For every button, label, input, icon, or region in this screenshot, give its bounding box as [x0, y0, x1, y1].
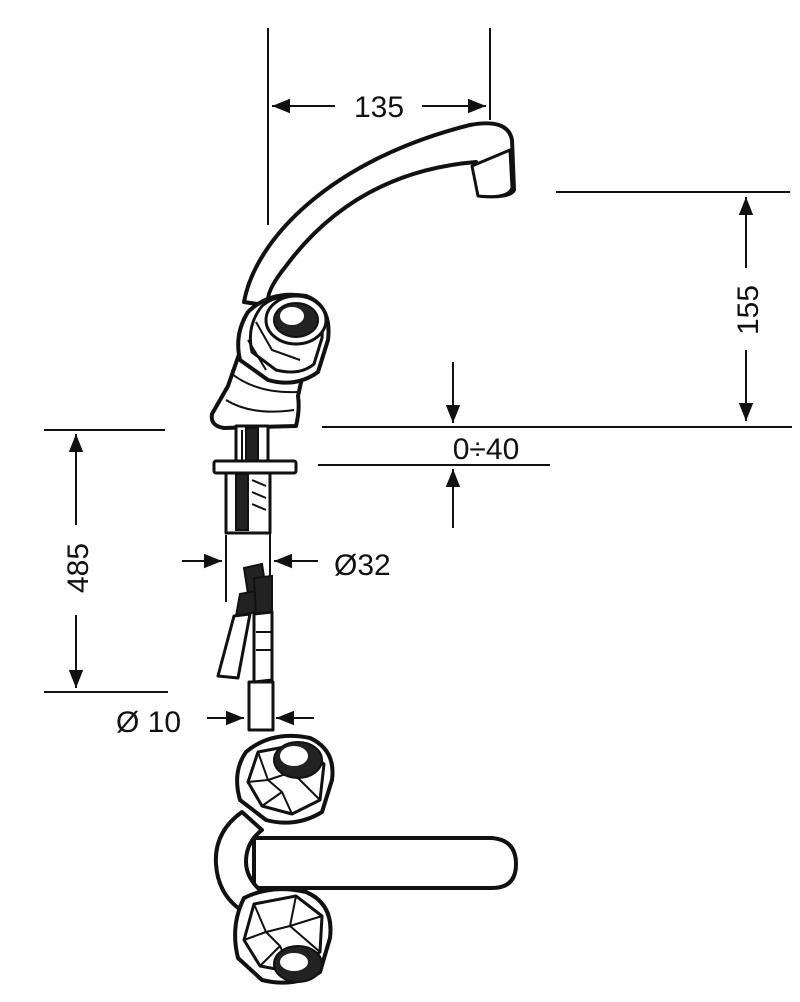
supply-pipe — [247, 680, 275, 732]
dimension-spout-height: 155 — [556, 191, 790, 421]
dimension-label-spout-height: 155 — [732, 285, 765, 335]
spout-arm-front — [252, 836, 518, 890]
handle-knob-upper — [236, 292, 331, 385]
handle-knob-bottom — [233, 887, 333, 985]
dimension-label-deck-thickness: 0÷40 — [453, 433, 520, 466]
dimension-label-shank-length: 485 — [62, 543, 95, 593]
flexible-hoses — [216, 562, 274, 684]
dimension-label-spout-reach: 135 — [354, 91, 404, 124]
faucet-front-view — [213, 733, 518, 985]
dimension-shank-diameter: Ø32 — [182, 532, 391, 602]
faucet-side-view — [209, 121, 516, 732]
dimension-hose-diameter: Ø 10 — [116, 706, 314, 739]
dimension-deck-thickness: 0÷40 — [318, 362, 792, 528]
dimension-spout-reach: 135 — [267, 28, 491, 225]
mounting-shank — [212, 424, 298, 535]
spout-body — [242, 121, 516, 308]
handle-knob-top — [235, 733, 335, 825]
dimension-shank-length: 485 — [44, 429, 168, 693]
dimension-label-hose-diameter: Ø 10 — [116, 706, 181, 739]
dimension-label-shank-diameter: Ø32 — [334, 549, 391, 582]
